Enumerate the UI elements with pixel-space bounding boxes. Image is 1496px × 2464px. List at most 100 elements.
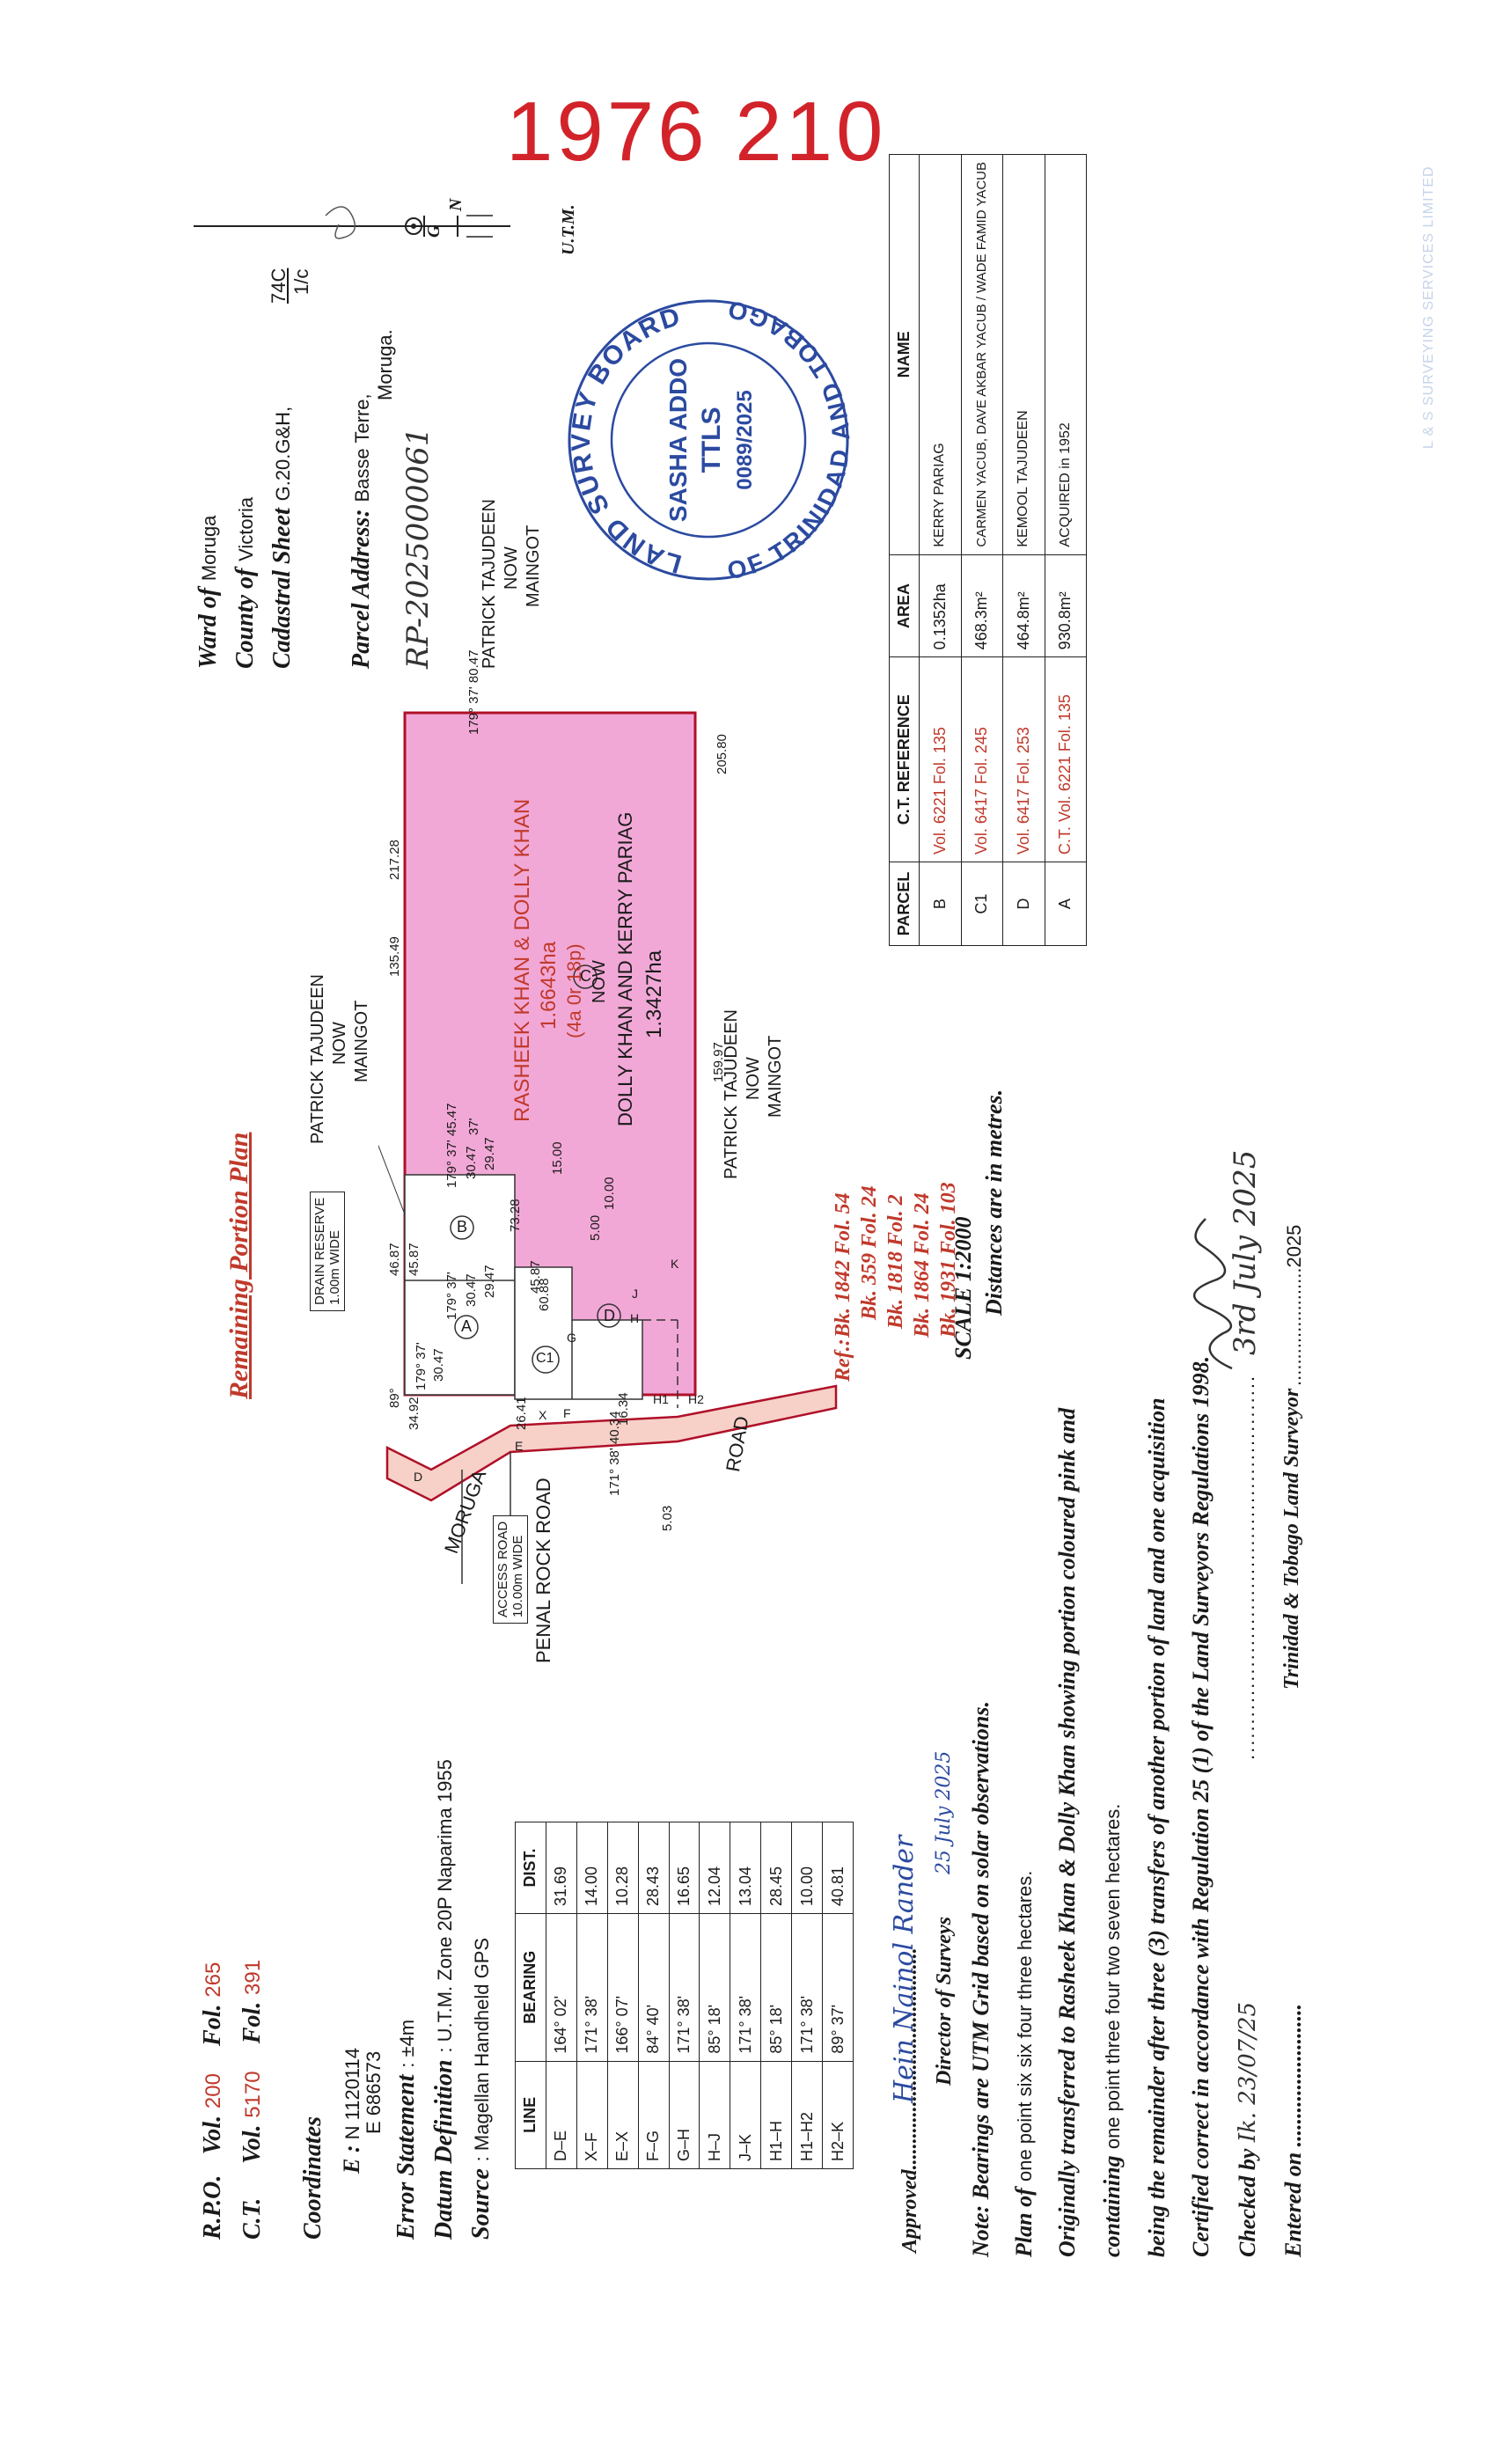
sheet-line: Cadastral Sheet G.20.G&H, (268, 407, 297, 669)
plan-title: Remaining Portion Plan (224, 1132, 253, 1399)
seal-code: TTLS (697, 407, 726, 473)
dist-cell: 40.81 (822, 1822, 854, 1914)
containing-value: one point three four two seven hectares. (1102, 1803, 1124, 2150)
approved-date: 25 July 2025 (933, 1750, 955, 1874)
sheet-suffix-top: 74C (268, 268, 290, 304)
ct-fol-label: Fol. (238, 2001, 266, 2044)
source-line: Source : Magellan Handheld GPS (466, 1938, 495, 2240)
drain-reserve-width: 1.00m WIDE (327, 1229, 342, 1305)
bearing-cell: 171° 38' (730, 1913, 761, 2062)
signature-line: ........................................… (1236, 1374, 1258, 1760)
dim-a-e: 30.47 (431, 1348, 446, 1382)
dim-side2: 45.87 (407, 1243, 422, 1276)
table-row: D Vol. 6417 Fol. 253 464.8m² KEMOOL TAJU… (1002, 154, 1045, 946)
bearing-cell: 164° 02' (546, 1913, 577, 2062)
area-main: 1.6643ha (537, 941, 561, 1030)
parcel-label-c: C (580, 967, 591, 985)
point-label: H1 (653, 1392, 669, 1406)
error-value: : ±4m (396, 2019, 418, 2068)
source-value: : Magellan Handheld GPS (471, 1937, 493, 2162)
parcels-header-cell: NAME (889, 154, 920, 555)
containing-line: containing one point three four two seve… (1098, 1804, 1126, 2257)
sheet-suffix-bottom: 1/c (290, 268, 312, 295)
bearing-header-cell: BEARING (515, 1913, 546, 2062)
area-cell: 464.8m² (1002, 554, 1045, 657)
distances-note: Distances are in metres. (981, 1089, 1007, 1316)
dim-a-d: 179° 37' (414, 1342, 429, 1390)
rpo-vol-value: 200 (202, 2073, 225, 2109)
coord-e: E 686573 (363, 2050, 385, 2134)
dim-b-c: 15.00 (550, 1141, 565, 1175)
dim-top: 179° 37' 80.47 (466, 649, 481, 735)
ct-fol-value: 391 (241, 1959, 265, 1995)
line-cell: D–E (546, 2061, 577, 2169)
line-cell: G–H (669, 2061, 700, 2169)
coord-line: E : N 1120114 (339, 2048, 365, 2174)
county-line: County of Victoria (231, 497, 260, 669)
line-cell: H2–K (822, 2061, 854, 2169)
surveyor-label: Trinidad & Tobago Land Surveyor (1280, 1388, 1303, 1690)
point-label: D (414, 1470, 423, 1484)
rpo-label: R.P.O. (199, 2174, 226, 2240)
parcel-label-a: A (461, 1317, 473, 1335)
dist-cell: 28.45 (760, 1822, 792, 1914)
area-main-imperial: (4a 0r 18p) (563, 943, 585, 1038)
north-arrow-icon (194, 206, 510, 239)
bearing-header-cell: LINE (515, 2061, 546, 2169)
plan-of-value: one point six six four three hectares. (1014, 1870, 1036, 2182)
line-cell: F–G (638, 2061, 670, 2169)
dim-side1: 46.87 (387, 1243, 402, 1276)
county-value: Victoria (235, 496, 257, 561)
rp-number: RP-2025000061 (400, 427, 436, 669)
name-cell: ACQUIRED in 1952 (1045, 154, 1087, 555)
point-label: H2 (688, 1392, 704, 1406)
neighbor-mid-2: NOW (330, 1022, 349, 1065)
area-cell: 930.8m² (1045, 554, 1087, 657)
dim-right-side: 205.80 (715, 734, 730, 774)
name-cell: KEMOOL TAJUDEEN (1002, 154, 1045, 555)
checked-value: Ik. 23/07/25 (1235, 2001, 1261, 2143)
ct-line: C.T. Vol. 5170 Fol. 391 (238, 1960, 267, 2240)
bearing-cell: 171° 38' (576, 1913, 608, 2062)
dim-left-b: 135.49 (387, 936, 402, 977)
dim-a-b: 30.47 (464, 1273, 479, 1307)
sheet-value: G.20.G&H, (272, 406, 294, 502)
dim-h2: 5.03 (660, 1505, 675, 1531)
plan-of-line: Plan of one point six six four three hec… (1010, 1871, 1038, 2257)
dist-cell: 14.00 (576, 1822, 608, 1914)
bearing-table-header: LINE BEARING DIST. (515, 1822, 546, 2169)
ref-item: Bk. 359 Fol. 24 (858, 1185, 881, 1320)
dim-b-top: 179° 37' 45.47 (444, 1103, 459, 1188)
dim-b-a: 30.47 (464, 1146, 479, 1179)
parcel-address-label: Parcel Address: (348, 509, 375, 669)
parcel-cell: B (919, 862, 961, 946)
dist-cell: 10.00 (791, 1822, 823, 1914)
dim-bearing-89: 89° (387, 1388, 402, 1408)
director-label: Director of Surveys (933, 1917, 956, 2086)
neighbor-bottom-1: PATRICK TAJUDEEN (722, 1009, 741, 1179)
ref-item: Bk. 1818 Fol. 2 (884, 1194, 907, 1329)
parcel-cell: A (1045, 862, 1087, 946)
neighbor-mid-1: PATRICK TAJUDEEN (308, 974, 327, 1144)
dist-cell: 12.04 (699, 1822, 730, 1914)
line-cell: H1–H2 (791, 2061, 823, 2169)
ct-vol-value: 5170 (241, 2071, 265, 2118)
point-label: J (632, 1287, 638, 1301)
neighbor-top-1: PATRICK TAJUDEEN (480, 499, 499, 669)
dim-j-k: 10.00 (602, 1177, 617, 1210)
rpo-line: R.P.O. Vol. 200 Fol. 265 (198, 1962, 227, 2240)
neighbor-bottom-2: NOW (744, 1057, 763, 1100)
originally-line: Originally transferred to Rasheek Khan &… (1054, 1407, 1080, 2257)
coordinates-label: Coordinates (299, 2116, 326, 2240)
coord-n: N 1120114 (341, 2047, 363, 2140)
error-line: Error Statement : ±4m (392, 2020, 421, 2240)
parcels-table-wrap: PARCEL C.T. REFERENCE AREA NAME B Vol. 6… (889, 154, 1087, 946)
point-label: X (539, 1408, 547, 1422)
